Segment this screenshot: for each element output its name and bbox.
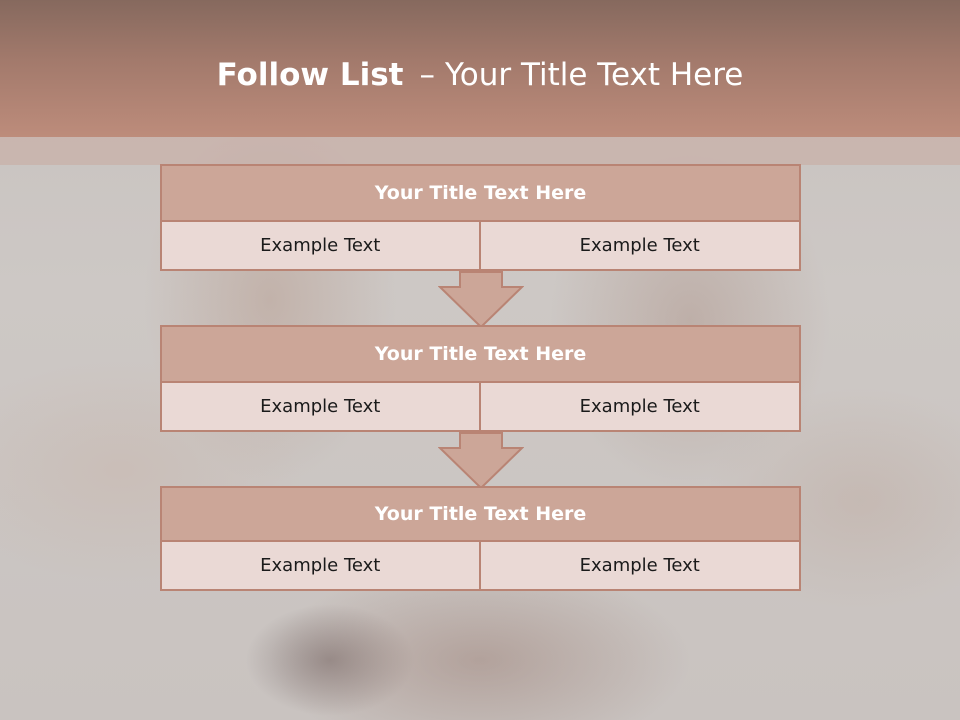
slide-title: Follow List–Your Title Text Here xyxy=(0,55,960,95)
slide-title-rest: Your Title Text Here xyxy=(444,57,744,93)
block-cell-left: Example Text xyxy=(160,542,481,591)
down-arrow-icon xyxy=(438,432,524,490)
block-cell-right: Example Text xyxy=(480,542,801,591)
block-cell-left: Example Text xyxy=(160,222,481,271)
header-band xyxy=(0,0,960,137)
block-title: Your Title Text Here xyxy=(160,325,801,383)
header-strip xyxy=(0,137,960,165)
list-block-1: Your Title Text Here Example Text Exampl… xyxy=(160,164,801,271)
block-row: Example Text Example Text xyxy=(160,222,801,271)
down-arrow-icon xyxy=(438,271,524,329)
block-cell-right: Example Text xyxy=(480,222,801,271)
block-cell-right: Example Text xyxy=(480,383,801,432)
slide-title-separator: – xyxy=(419,57,435,93)
list-block-3: Your Title Text Here Example Text Exampl… xyxy=(160,486,801,591)
block-title: Your Title Text Here xyxy=(160,164,801,222)
slide-title-bold: Follow List xyxy=(216,57,404,93)
list-block-2: Your Title Text Here Example Text Exampl… xyxy=(160,325,801,432)
block-title: Your Title Text Here xyxy=(160,486,801,542)
block-row: Example Text Example Text xyxy=(160,383,801,432)
block-cell-left: Example Text xyxy=(160,383,481,432)
block-row: Example Text Example Text xyxy=(160,542,801,591)
